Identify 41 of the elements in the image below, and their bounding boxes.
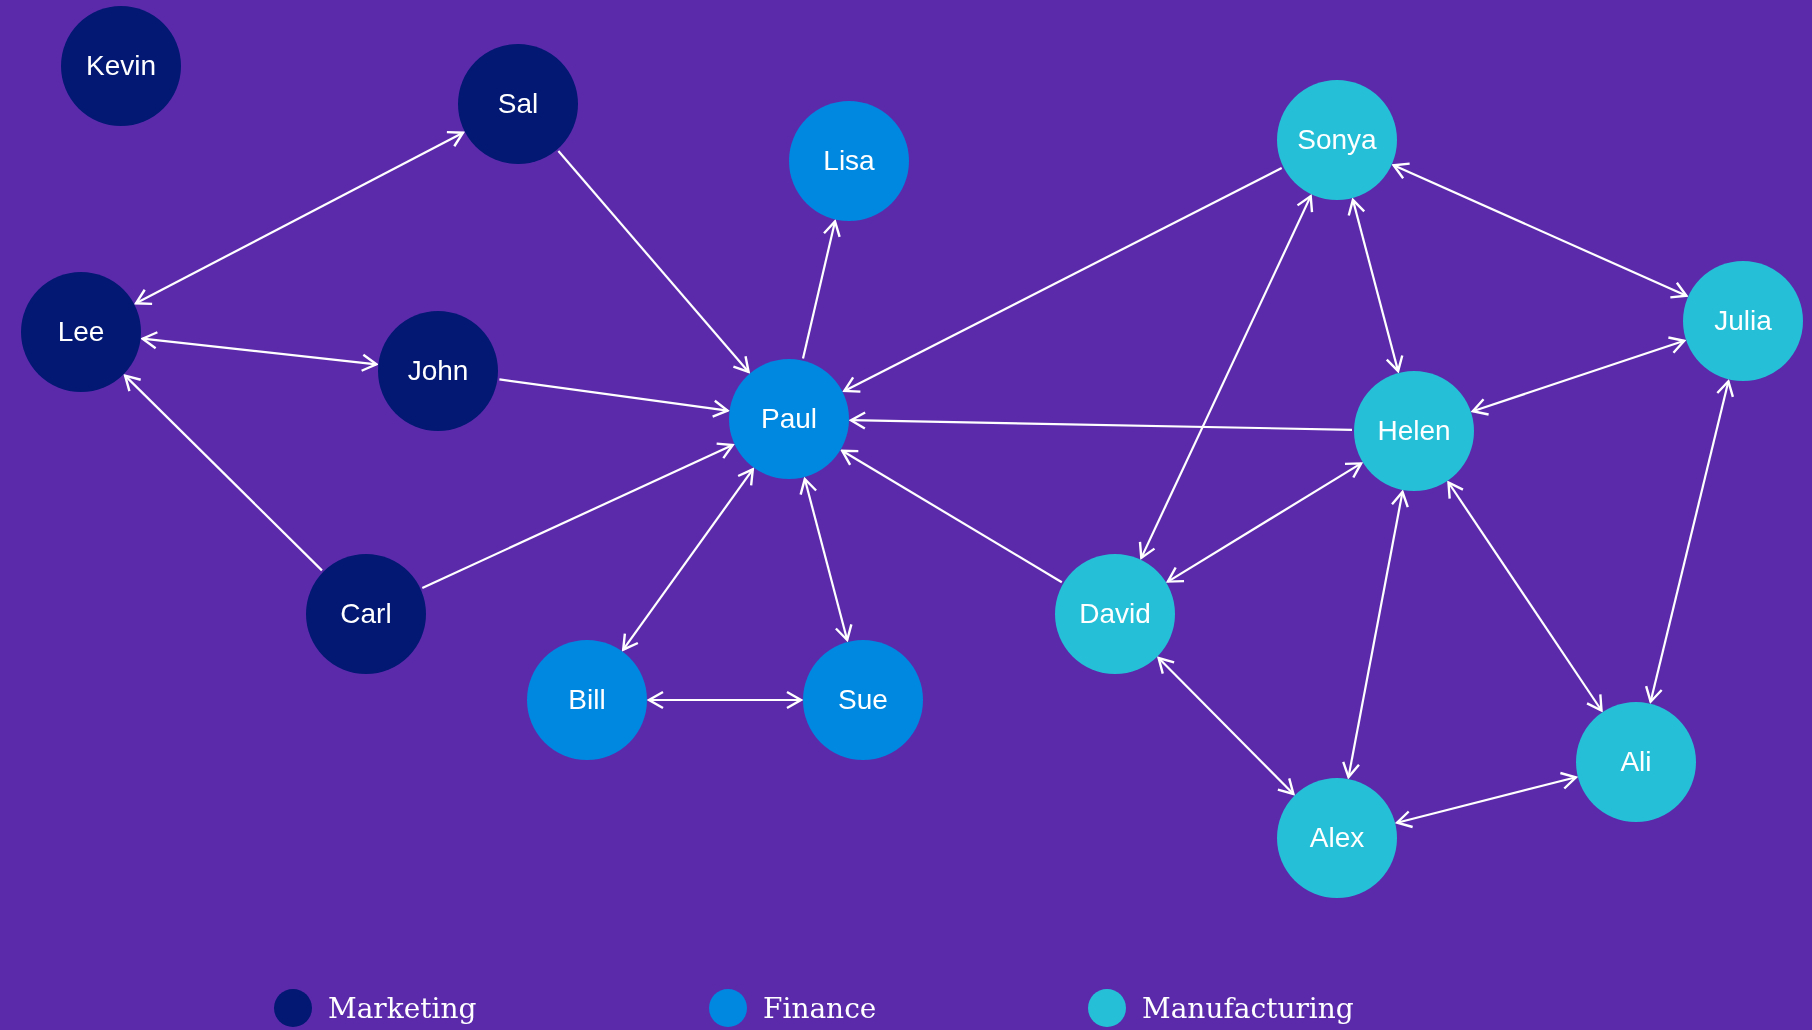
person-name: Lisa (823, 145, 875, 177)
arrow (799, 477, 853, 642)
arrow (123, 374, 323, 572)
person-name: Bill (568, 684, 606, 716)
legend-label: Finance (763, 991, 877, 1025)
person-name: Julia (1714, 305, 1772, 337)
arrow (849, 411, 1353, 431)
arrow (1166, 462, 1363, 583)
arrow (801, 220, 841, 359)
arrow (1342, 490, 1409, 779)
arrow (1138, 194, 1314, 560)
person-name: Kevin (85, 50, 156, 82)
person-name: David (1079, 598, 1151, 630)
arrow (843, 167, 1283, 393)
person-name: Helen (1377, 415, 1451, 447)
arrow (1392, 162, 1688, 299)
person-name: Alex (1309, 822, 1365, 854)
arrow (1447, 481, 1603, 712)
arrow (141, 331, 378, 372)
person-name: Sal (497, 88, 539, 120)
arrow (499, 378, 729, 418)
arrow (1644, 380, 1735, 703)
arrow (557, 150, 750, 374)
person-name: Sue (838, 684, 888, 716)
person-name: Lee (57, 316, 105, 348)
arrow (1347, 198, 1404, 373)
arrow (841, 449, 1063, 584)
arrow (1157, 656, 1295, 796)
person-name: Paul (760, 403, 817, 435)
person-name: Carl (340, 598, 392, 630)
legend-label: Marketing (328, 991, 477, 1025)
person-name: Sonya (1297, 124, 1377, 156)
arrow (134, 130, 465, 306)
person-name: Ali (1620, 746, 1652, 778)
arrow (1471, 336, 1686, 416)
arrow (647, 690, 803, 710)
person-name: John (407, 355, 469, 387)
arrow (1395, 771, 1578, 829)
arrow (622, 468, 754, 651)
legend-label: Manufacturing (1142, 991, 1354, 1025)
arrow (421, 442, 734, 589)
